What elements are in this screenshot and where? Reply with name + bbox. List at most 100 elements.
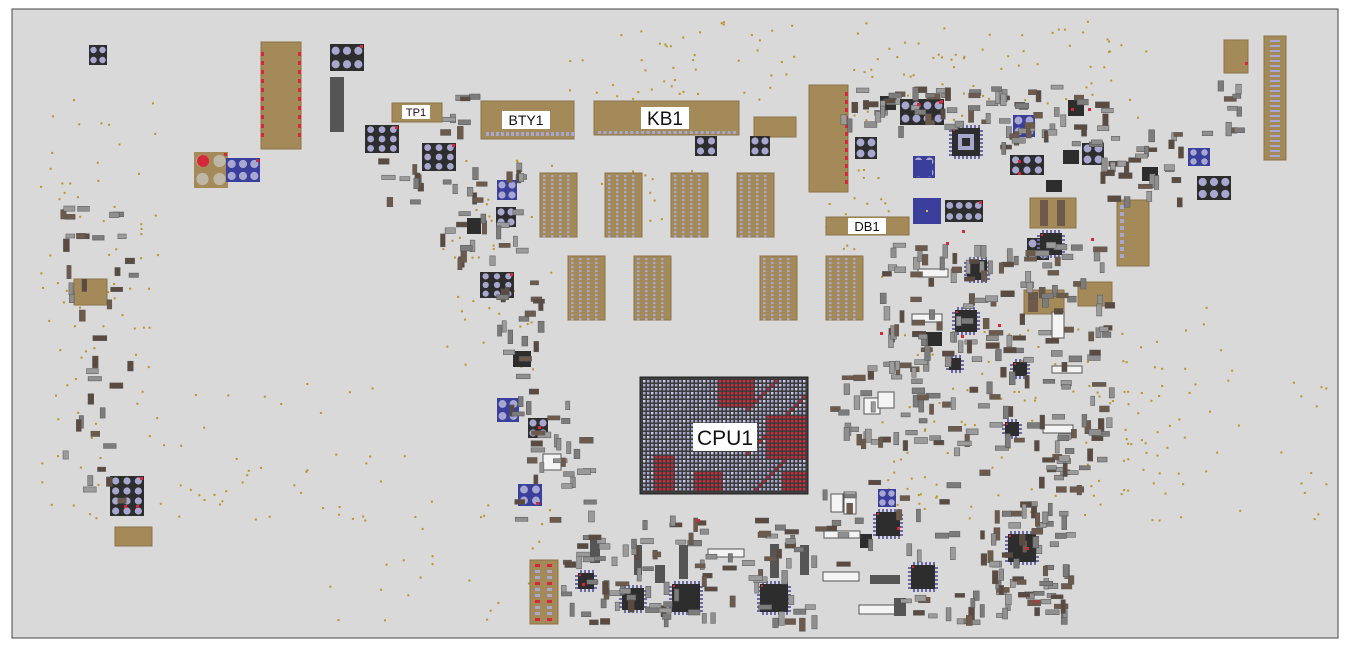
connector-bty1[interactable]: BTY1 <box>480 100 575 140</box>
red-pad <box>845 156 848 160</box>
pad <box>1270 70 1280 72</box>
cpu-ball <box>759 432 762 435</box>
cpu-ball <box>771 484 774 487</box>
cpu-ball <box>679 460 682 463</box>
cpu-ball <box>771 420 774 423</box>
cpu-ball <box>779 444 782 447</box>
smd-part <box>68 282 74 296</box>
cpu-ball <box>695 388 698 391</box>
cpu-ball <box>651 452 654 455</box>
cpu-ball <box>643 456 646 459</box>
cpu-ball <box>659 396 662 399</box>
via <box>113 297 116 300</box>
mem-pad <box>674 223 677 226</box>
cpu-ball <box>659 392 662 395</box>
mem-pad <box>637 302 640 305</box>
mem-pad <box>587 282 590 285</box>
pin <box>689 131 693 134</box>
smd-part <box>971 619 981 625</box>
cpu-ball <box>651 404 654 407</box>
mem-pad <box>764 215 767 218</box>
smd-part <box>642 520 648 531</box>
cpu-ball <box>719 484 722 487</box>
via <box>1137 412 1140 415</box>
smd-part <box>775 524 786 531</box>
cpu-ball <box>671 436 674 439</box>
via <box>203 426 206 429</box>
smd-part <box>1045 609 1060 615</box>
cpu-ball <box>691 424 694 427</box>
qfn-pin <box>929 589 931 592</box>
smd-part <box>1000 93 1007 106</box>
connector-tp1[interactable]: TP1 <box>391 102 443 123</box>
smd-part <box>1003 347 1017 354</box>
cpu-ball <box>719 452 722 455</box>
via <box>658 42 661 45</box>
connector-db1[interactable]: DB1 <box>825 216 910 236</box>
via <box>461 310 463 313</box>
smd-part <box>117 233 127 239</box>
qfn-pin <box>674 581 676 584</box>
connector-kb1[interactable]: KB1 <box>593 100 740 136</box>
pad-circle <box>1209 189 1219 199</box>
cpu-ball <box>691 488 694 491</box>
smd-part <box>1006 248 1013 262</box>
cpu-ball <box>759 468 762 471</box>
cpu-ball <box>755 468 758 471</box>
cpu-ball <box>675 380 678 383</box>
qfn-pin <box>1037 247 1040 249</box>
cpu-ball <box>651 424 654 427</box>
cpu-ball <box>759 480 762 483</box>
cpu-ball <box>727 400 730 403</box>
cpu-ball <box>771 408 774 411</box>
smd-part <box>991 533 997 546</box>
mem-pad <box>661 302 664 305</box>
mem-pad <box>690 227 693 230</box>
via <box>442 248 445 251</box>
qfn-pin <box>882 509 884 512</box>
pad <box>1120 219 1124 223</box>
cpu-ball <box>771 456 774 459</box>
smd-part <box>413 177 420 189</box>
mem-pad <box>559 211 562 214</box>
qfn-pin <box>973 257 975 260</box>
cpu-ball <box>759 404 762 407</box>
cpu-ball <box>791 448 794 451</box>
cpu-ball <box>687 400 690 403</box>
qfn-pin <box>786 612 788 615</box>
cpu-ball <box>787 432 790 435</box>
smd-part <box>60 209 67 220</box>
smd-part <box>844 493 857 499</box>
red-pad <box>1245 62 1248 65</box>
smd-part <box>924 346 931 361</box>
qfn-pin <box>949 142 952 144</box>
smd-part <box>1104 302 1115 309</box>
smd-part <box>561 483 573 489</box>
cpu-ball <box>799 480 802 483</box>
via <box>881 421 884 424</box>
cpu-ball <box>727 416 730 419</box>
mem-pad <box>756 195 759 198</box>
smd-part <box>811 555 818 568</box>
cpu-ball <box>667 416 670 419</box>
cpu-ball <box>651 420 654 423</box>
smd-part <box>989 561 1001 568</box>
cpu1-package[interactable]: CPU1 <box>639 376 809 495</box>
smd-part <box>956 315 962 327</box>
mem-pad <box>853 274 856 277</box>
mem-pad <box>698 215 701 218</box>
cpu-ball <box>643 488 646 491</box>
qfn-pin <box>770 581 772 584</box>
via <box>299 491 302 494</box>
mem-pad <box>674 191 677 194</box>
via <box>649 191 652 194</box>
memory-footprint <box>567 255 606 321</box>
smd-part <box>87 376 102 382</box>
qfn-pin <box>908 587 911 589</box>
cpu-ball <box>787 396 790 399</box>
cpu-ball <box>715 380 718 383</box>
cpu-ball <box>799 404 802 407</box>
pad-circle <box>1014 116 1023 125</box>
